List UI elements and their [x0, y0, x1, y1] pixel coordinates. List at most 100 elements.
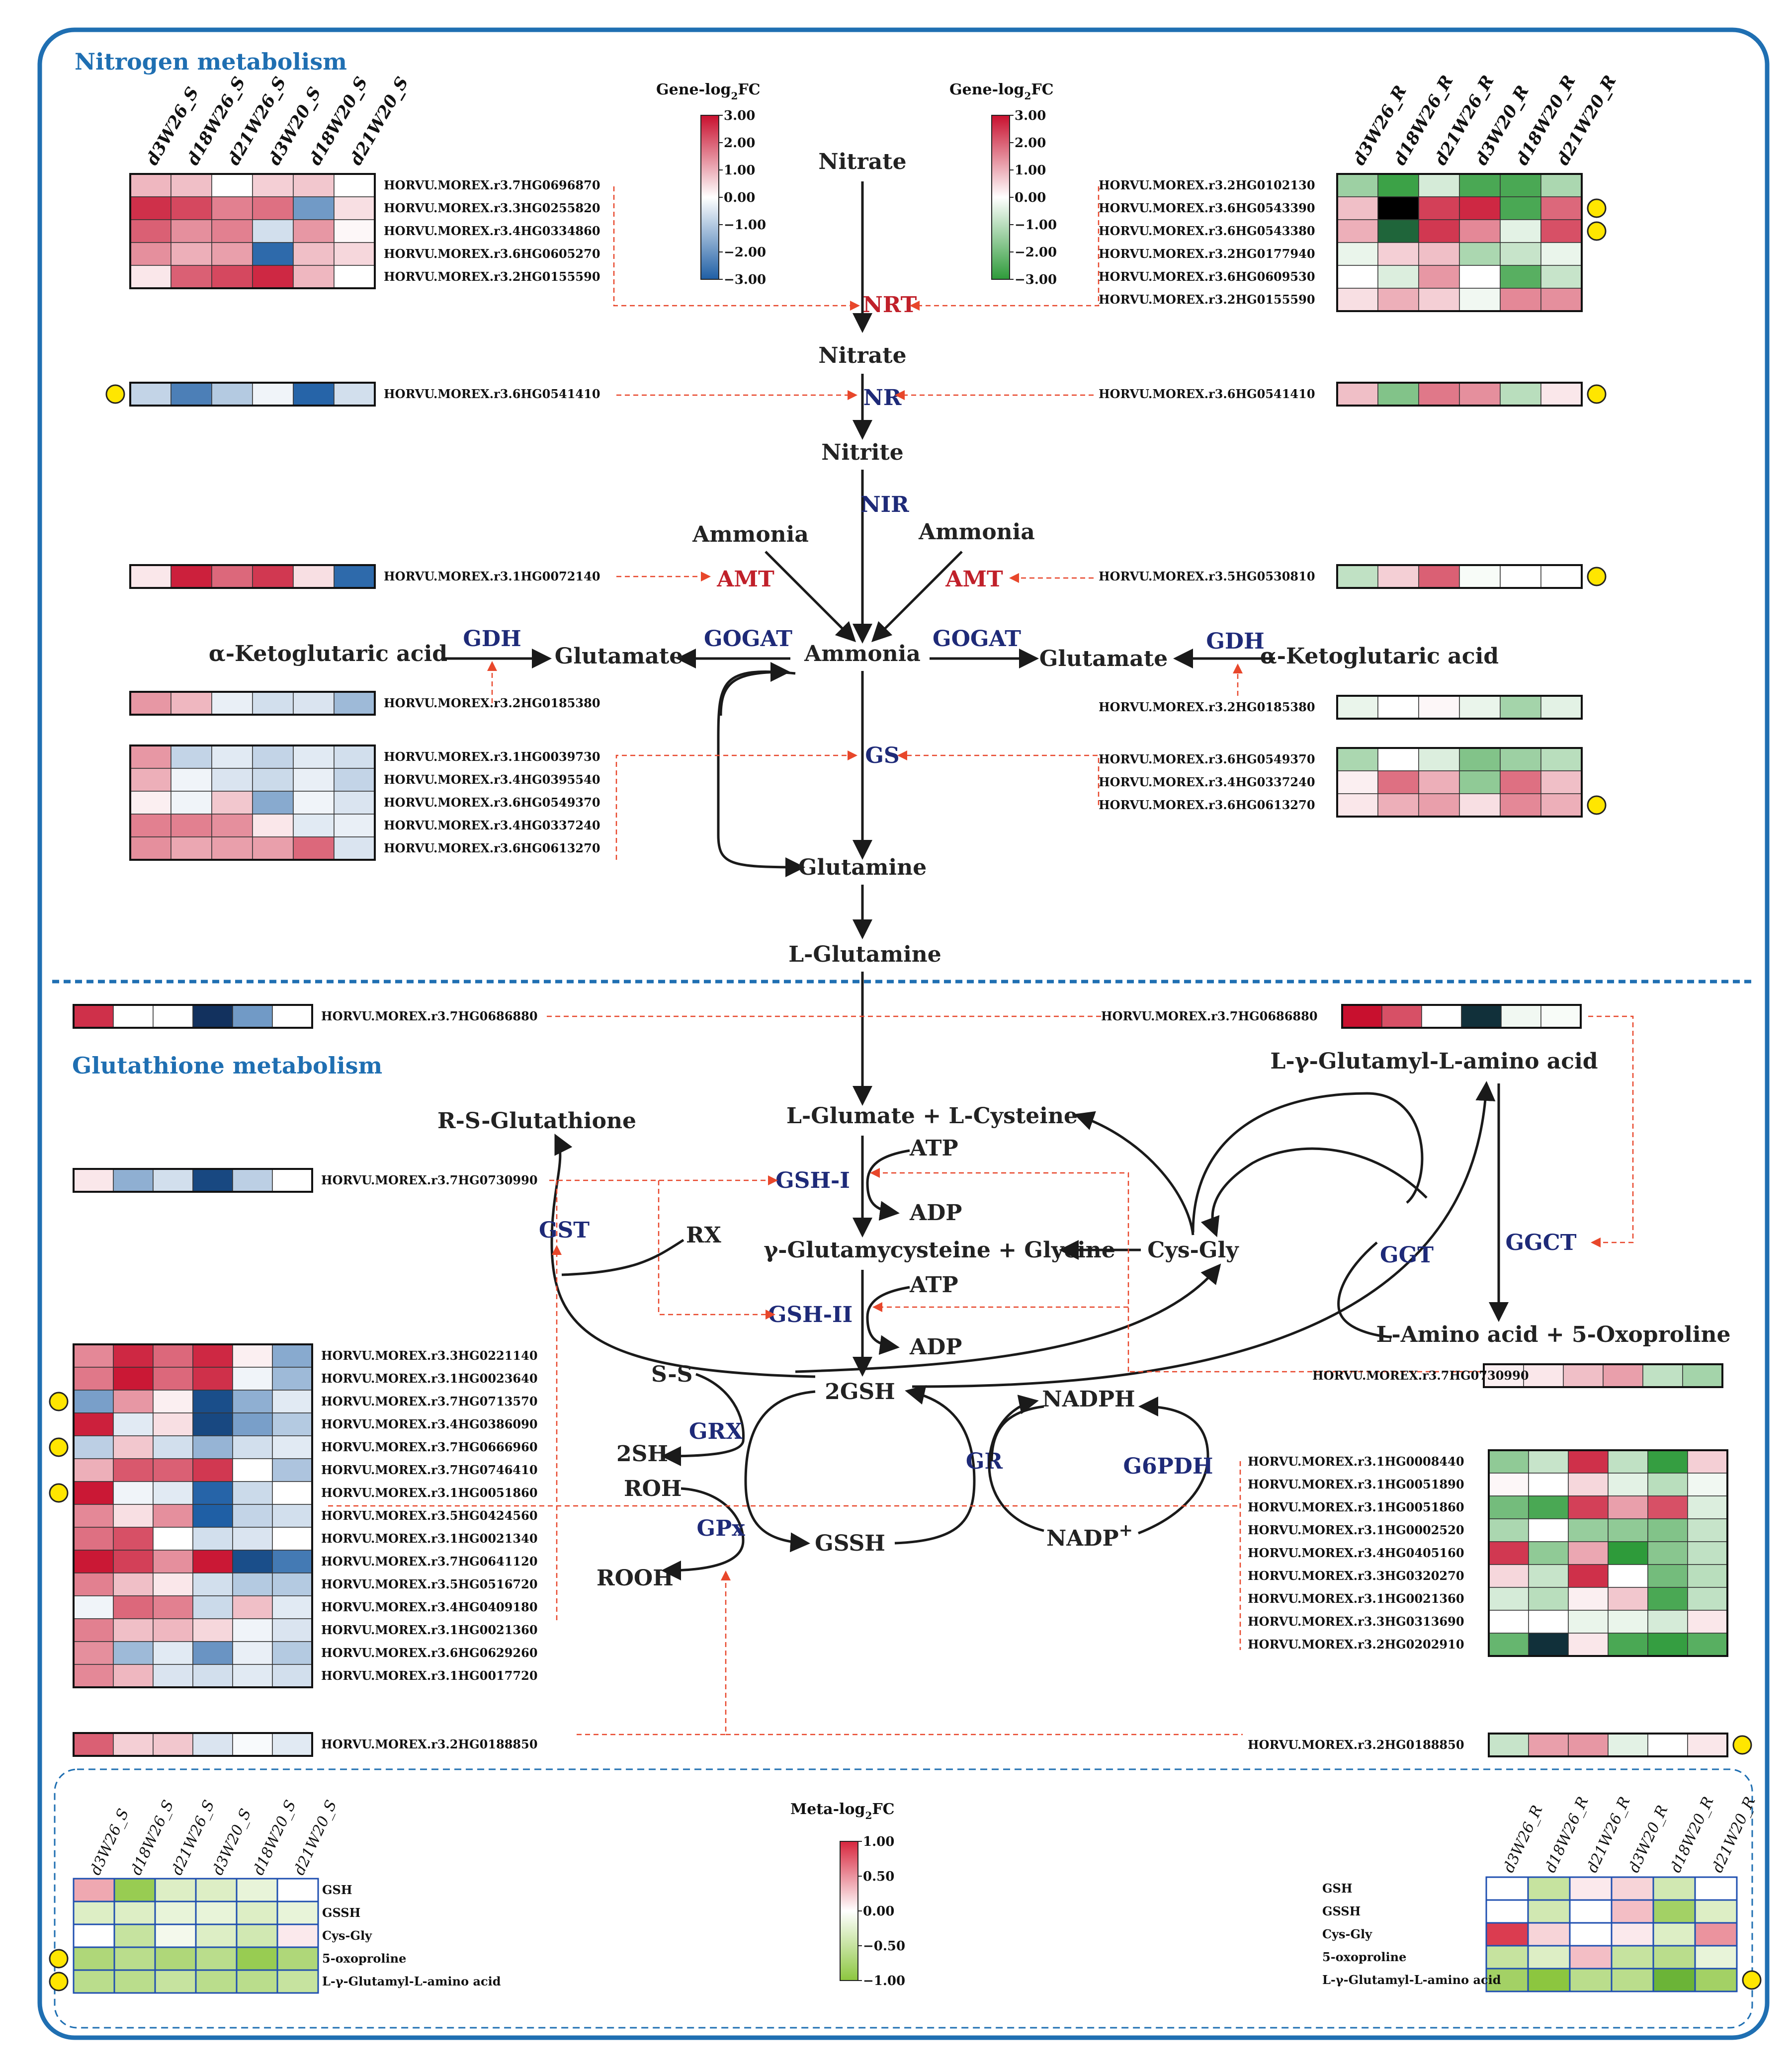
heatmap-cell — [293, 196, 335, 220]
significance-dot — [1587, 198, 1607, 218]
heatmap-cell — [1647, 1473, 1688, 1496]
node-akg-right: α-Ketoglutaric acid — [1260, 644, 1499, 669]
heatmap-cell — [272, 1527, 313, 1551]
heatmap-cell — [113, 1641, 154, 1665]
heatmap-cell — [192, 1458, 233, 1482]
heatmap-cell — [232, 1367, 273, 1391]
heatmap-cell — [272, 1550, 313, 1573]
heatmap-border — [73, 1732, 313, 1757]
metabolite-label: GSSH — [322, 1905, 360, 1920]
heatmap-cell — [192, 1504, 233, 1528]
heatmap-cell — [211, 814, 253, 837]
gene-legend-r: Gene-log2FC 3.002.001.000.00−1.00−2.00−3… — [949, 81, 1057, 287]
metabolite-cell — [1652, 1922, 1696, 1947]
metabolite-cell — [276, 1901, 319, 1925]
heatmap-cell — [73, 1618, 114, 1642]
gene-id-label: HORVU.MOREX.r3.4HG0386090 — [321, 1417, 538, 1431]
metabolite-cell — [1569, 1899, 1613, 1924]
heatmap-cell — [113, 1481, 154, 1505]
enzyme-g6pdh: G6PDH — [1123, 1454, 1213, 1479]
legend-tick-label: −2.00 — [724, 245, 766, 260]
heatmap-cell — [1418, 196, 1460, 220]
heatmap-cell — [1337, 219, 1378, 243]
gene-id-label: HORVU.MOREX.r3.4HG0409180 — [321, 1600, 538, 1614]
heatmap-cell — [211, 382, 253, 406]
heatmap-cell — [272, 1481, 313, 1505]
heatmap-cell — [1418, 565, 1460, 588]
metabolite-panel-frame — [54, 1768, 1753, 2029]
metabolite-cell — [276, 1878, 319, 1902]
node-roh: ROH — [624, 1476, 682, 1501]
heatmap-cell — [73, 1572, 114, 1596]
heatmap-cell — [334, 265, 375, 289]
nitrogen-pathway: Nitrate NRT Nitrate NR Nitrite NIR Ammon… — [209, 149, 1499, 967]
heatmap-cell — [153, 1168, 193, 1192]
heatmap-cell — [1500, 173, 1541, 197]
heatmap-cell — [1377, 770, 1419, 794]
column-header: d21W26_S — [169, 1798, 218, 1878]
heatmap-cell — [334, 745, 375, 769]
heatmap-nr-r: HORVU.MOREX.r3.6HG0541410 — [1099, 382, 1607, 407]
heatmap-border — [129, 382, 376, 407]
gene-id-label: HORVU.MOREX.r3.4HG0337240 — [384, 818, 600, 832]
heatmap-cell — [272, 1572, 313, 1596]
heatmap-cell — [211, 791, 253, 815]
gene-id-label: HORVU.MOREX.r3.4HG0337240 — [1099, 775, 1315, 789]
metabolite-label: 5-oxoproline — [322, 1951, 406, 1966]
heatmap-border — [1336, 382, 1583, 407]
enzyme-grx: GRX — [689, 1419, 743, 1444]
heatmap-cell — [1540, 288, 1582, 312]
heatmap-cell — [130, 814, 171, 837]
heatmap-cell — [113, 1458, 154, 1482]
heatmap-cell — [73, 1641, 114, 1665]
gene-id-label: HORVU.MOREX.r3.1HG0051890 — [1248, 1477, 1464, 1491]
metabolite-cell — [1694, 1899, 1738, 1924]
legend-tick-label: 0.00 — [1015, 190, 1046, 205]
heatmap-cell — [1568, 1564, 1609, 1588]
heatmap-cell — [1568, 1733, 1609, 1757]
heatmap-cell — [192, 1733, 233, 1756]
heatmap-cell — [130, 219, 171, 243]
heatmap-cell — [1377, 288, 1419, 312]
heatmap-cell — [1488, 1450, 1529, 1474]
metabolite-heatmap-s: GSHGSSHCys-Gly5-oxoprolineL-γ-Glutamyl-L… — [49, 1878, 501, 1994]
heatmap-cell — [153, 1390, 193, 1413]
gene-id-label: HORVU.MOREX.r3.6HG0629260 — [321, 1646, 538, 1660]
column-header: d18W20_R — [1667, 1794, 1717, 1875]
heatmap-cell — [1377, 173, 1419, 197]
node-gssh: GSSH — [815, 1531, 885, 1556]
enzyme-nrt: NRT — [863, 292, 917, 318]
gene-id-label: HORVU.MOREX.r3.1HG0072140 — [384, 569, 600, 583]
metabolite-cell — [1694, 1968, 1738, 1992]
metabolite-cell — [1527, 1876, 1571, 1901]
heatmap-cell — [192, 1344, 233, 1368]
heatmap-cell — [153, 1004, 193, 1028]
legend-tick-label: 2.00 — [724, 136, 755, 151]
metabolite-heatmap-r: GSHGSSHCys-Gly5-oxoprolineL-γ-Glutamyl-L… — [1322, 1876, 1762, 1992]
metabolite-cell — [1527, 1945, 1571, 1970]
heatmap-cell — [252, 242, 294, 266]
gene-id-label: HORVU.MOREX.r3.1HG0021360 — [1248, 1591, 1464, 1606]
heatmap-cell — [1459, 242, 1501, 266]
heatmap-cell — [232, 1412, 273, 1436]
heatmap-cell — [153, 1527, 193, 1551]
heatmap-cell — [232, 1527, 273, 1551]
heatmap-cell — [192, 1390, 233, 1413]
metabolite-cell — [1652, 1876, 1696, 1901]
gene-id-label: HORVU.MOREX.r3.1HG0021340 — [321, 1531, 538, 1546]
heatmap-cell — [171, 219, 212, 243]
heatmap-cell — [1687, 1450, 1728, 1474]
heatmap-cell — [1342, 1004, 1382, 1028]
heatmap-cell — [293, 836, 335, 860]
column-header: d21W20_R — [1709, 1794, 1759, 1875]
metabolite-cell — [195, 1969, 238, 1994]
heatmap-cell — [293, 265, 335, 289]
gene-id-label: HORVU.MOREX.r3.6HG0541410 — [384, 387, 600, 401]
heatmap-cell — [1687, 1733, 1728, 1757]
heatmap-cell — [1540, 219, 1582, 243]
heatmap-cell — [73, 1004, 114, 1028]
heatmap-cell — [1528, 1518, 1569, 1542]
heatmap-cell — [252, 265, 294, 289]
heatmap-cell — [293, 791, 335, 815]
